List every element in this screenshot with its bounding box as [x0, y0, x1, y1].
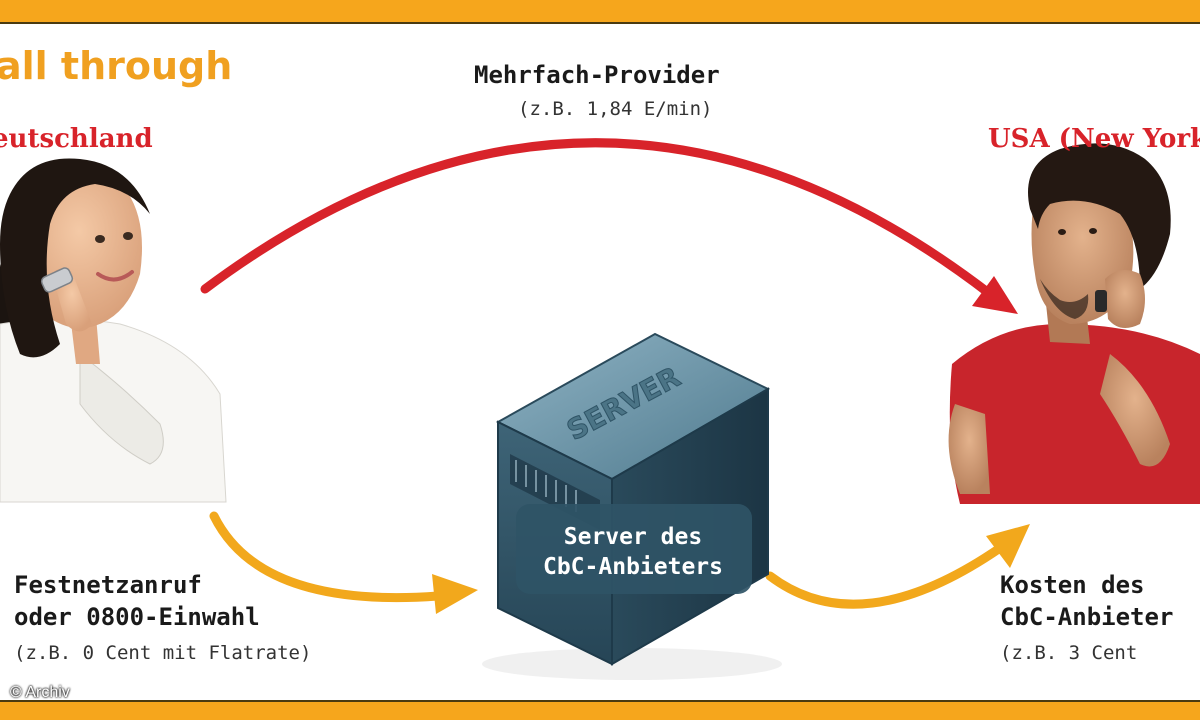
server-box-icon: SERVER: [482, 332, 782, 680]
destination-country-label: USA (New York: [988, 124, 1200, 154]
red-arrow-direct-call: [200, 138, 1018, 314]
diagram-title: all through: [0, 44, 233, 88]
landline-label-line2: oder 0800-Einwahl: [14, 603, 260, 631]
landline-note: (z.B. 0 Cent mit Flatrate): [14, 642, 312, 664]
copyright-notice: © Archiv: [10, 684, 70, 701]
diagram-panel: SERVER all through eutschland USA (New Y…: [0, 22, 1200, 702]
server-label-line2: CbC-Anbieters: [542, 554, 723, 580]
man-on-phone-icon: [948, 143, 1200, 504]
landline-label-line1: Festnetzanruf: [14, 571, 202, 599]
cost-label-line2: CbC-Anbieter: [1000, 603, 1174, 631]
diagram-graphics: SERVER: [0, 138, 1200, 680]
woman-on-phone-icon: [0, 158, 227, 503]
multi-provider-title: Mehrfach-Provider: [474, 61, 720, 89]
multi-provider-note: (z.B. 1,84 E/min): [518, 98, 713, 120]
origin-country-label: eutschland: [0, 124, 153, 154]
cost-label-line1: Kosten des: [1000, 571, 1145, 599]
orange-arrow-landline: [209, 511, 478, 614]
server-label-line1: Server des: [563, 524, 703, 550]
orange-arrow-cost: [765, 524, 1030, 609]
cost-note: (z.B. 3 Cent: [1000, 642, 1138, 664]
